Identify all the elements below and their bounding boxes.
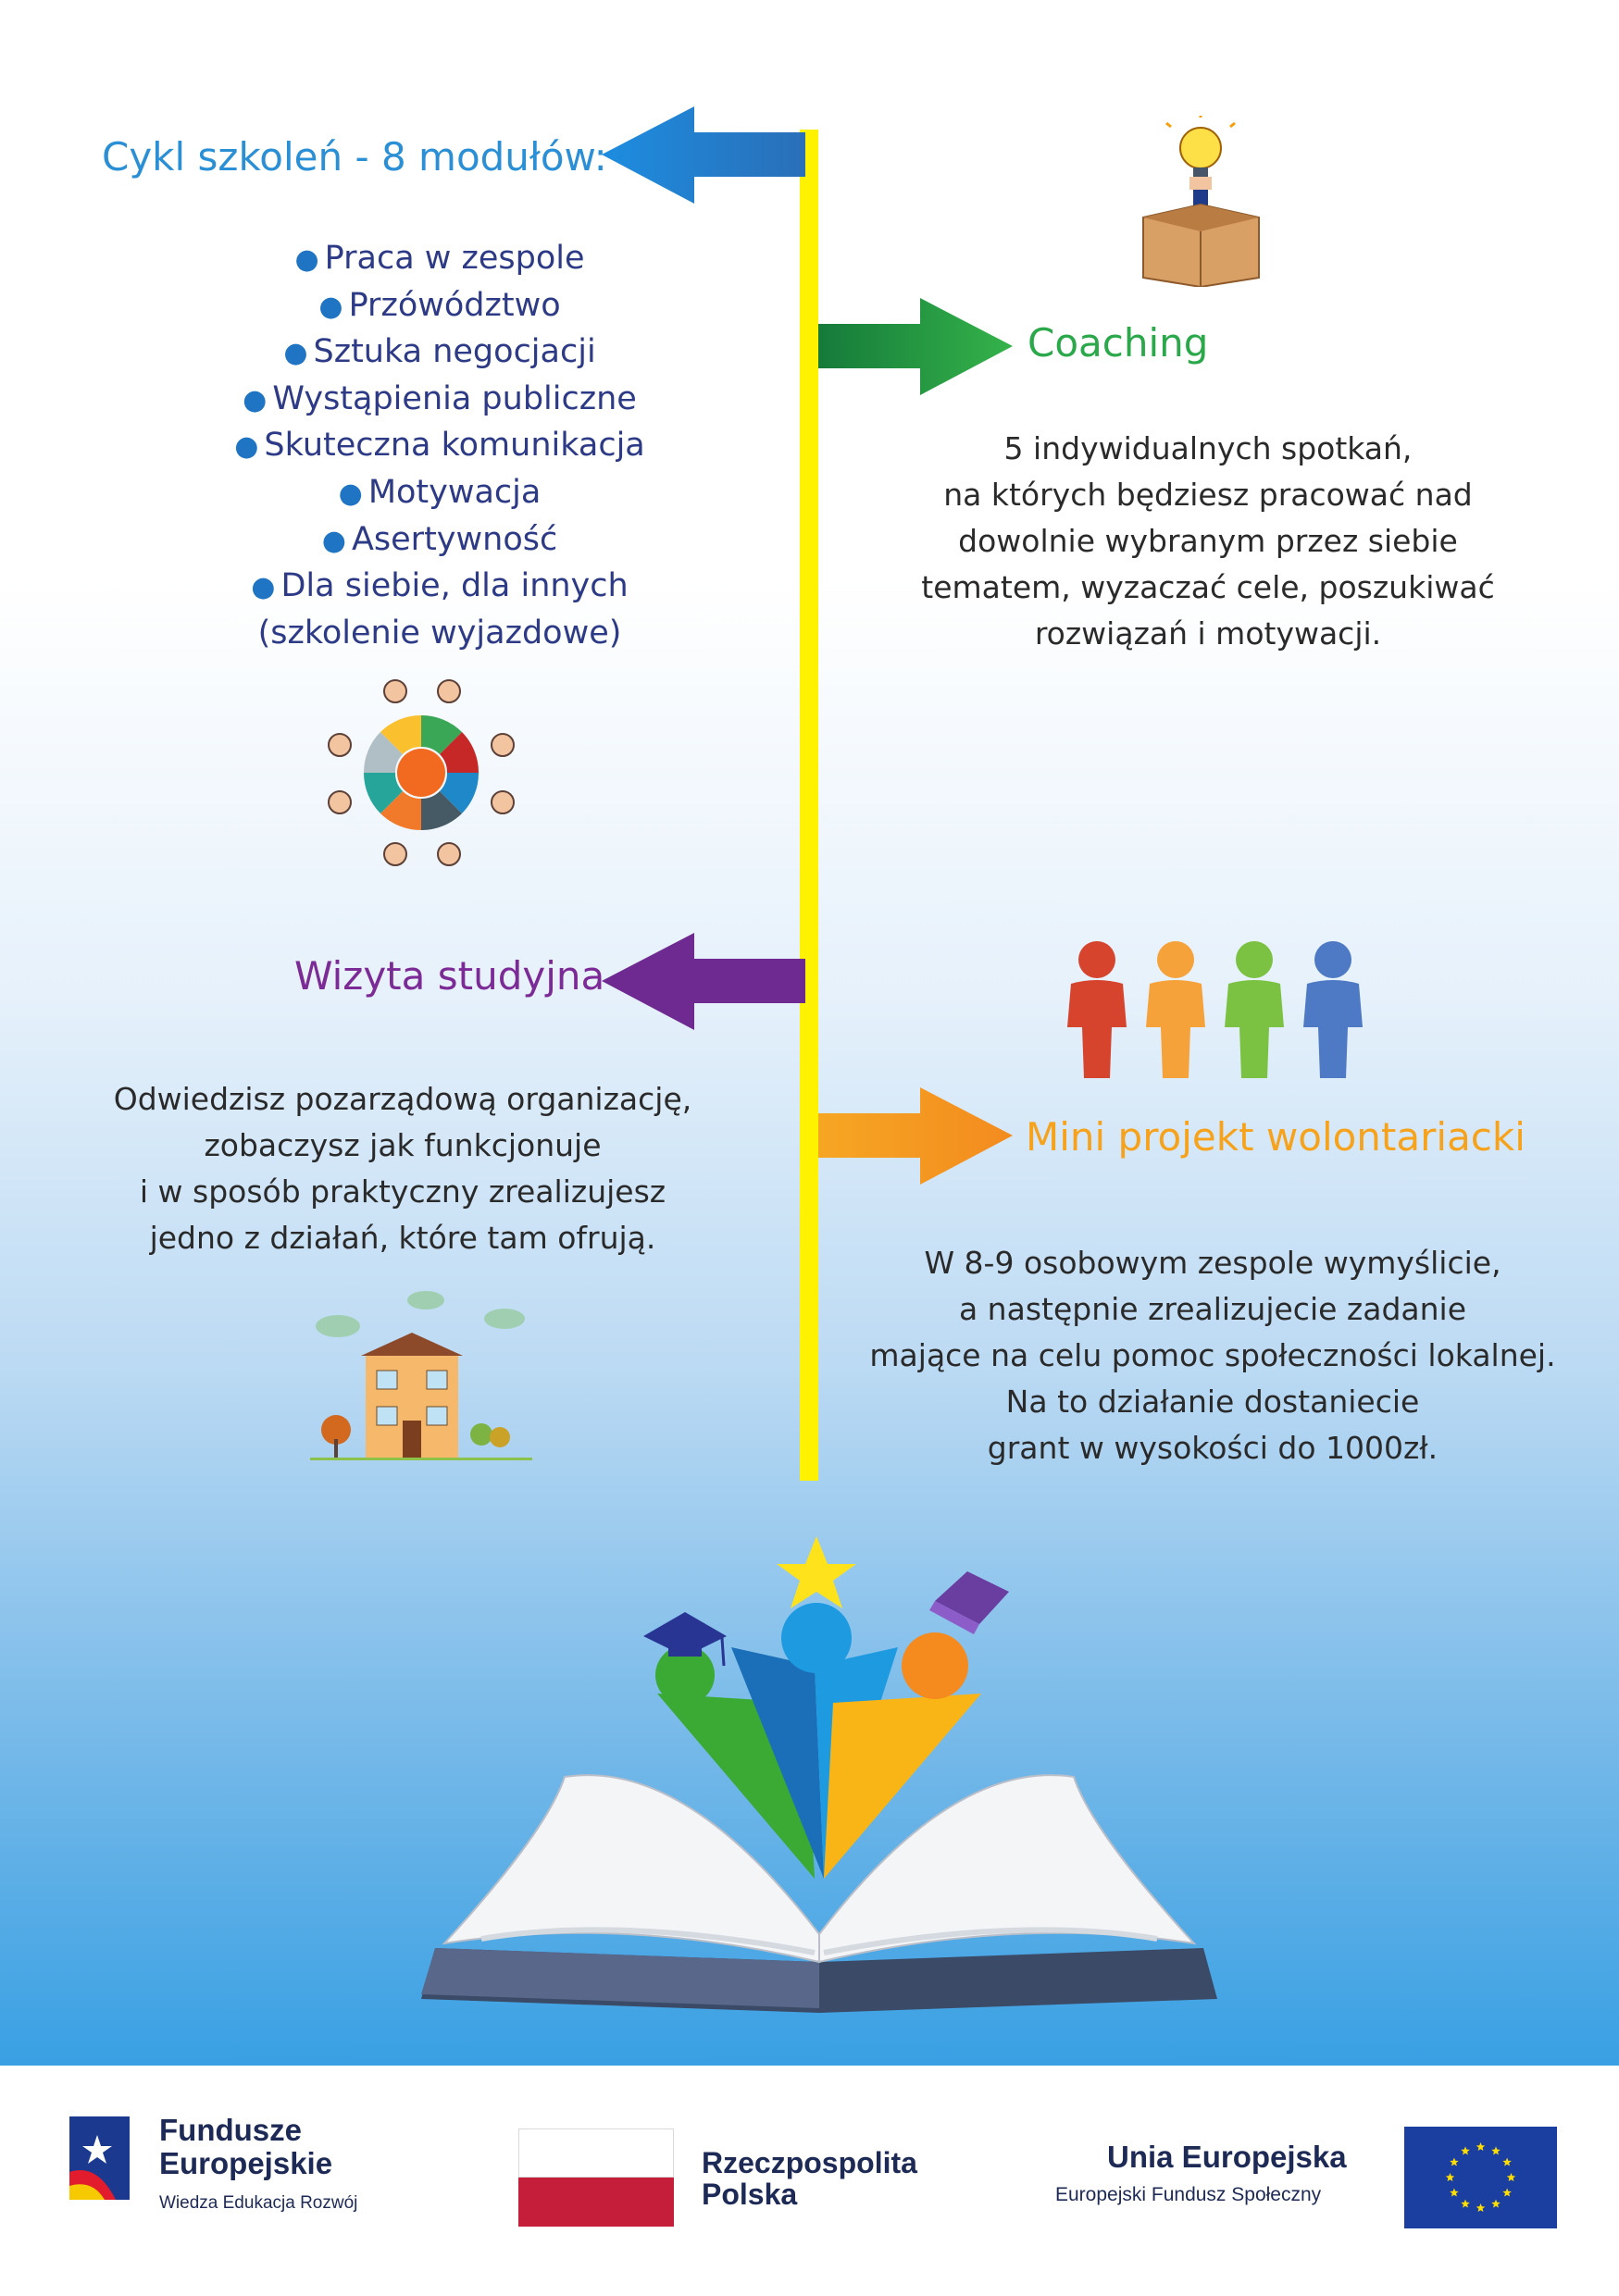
text-line: 5 indywidualnych spotkań, xyxy=(1003,430,1413,466)
text-line: tematem, wyzaczać cele, poszukiwać xyxy=(921,569,1495,605)
text-line: dowolnie wybranym przez siebie xyxy=(958,523,1458,559)
fe-subtitle: Wiedza Edukacja Rozwój xyxy=(159,2193,358,2213)
house-icon xyxy=(310,1291,532,1460)
timeline-line xyxy=(800,130,818,1481)
eu-star xyxy=(1450,2188,1459,2197)
open-book-education-icon xyxy=(421,1536,1217,2013)
text-line: grant w wysokości do 1000zł. xyxy=(987,1430,1438,1466)
list-item: ●Skuteczna komunikacja xyxy=(234,427,645,465)
list-item: ●Przówództwo xyxy=(318,286,561,324)
eu-star xyxy=(1461,2146,1470,2155)
green-arrow-right xyxy=(818,298,1013,395)
text-line: W 8-9 osobowym zespole wymyślicie, xyxy=(924,1245,1501,1281)
fe-title: Fundusze Europejskie xyxy=(159,2114,332,2180)
eu-star xyxy=(1450,2157,1459,2166)
people-group-icon xyxy=(1067,941,1363,1078)
visit-heading: Wizyta studyjna xyxy=(294,953,605,999)
eu-star xyxy=(1502,2188,1512,2197)
visit-description: Odwiedzisz pozarządową organizację, zoba… xyxy=(88,1076,717,1261)
text-line: rozwiązań i motywacji. xyxy=(1034,615,1382,652)
fundusze-europejskie-logo-icon xyxy=(60,2107,134,2209)
eu-flag-icon xyxy=(1404,2127,1557,2228)
fe-line-2: Europejskie xyxy=(159,2146,333,2180)
text-line: a następnie zrealizujecie zadanie xyxy=(958,1291,1467,1327)
list-item: ●Sztuka negocjacji xyxy=(283,333,596,371)
fe-line-1: Fundusze xyxy=(159,2113,302,2147)
text-line: na których będziesz pracować nad xyxy=(943,477,1473,513)
list-item: ●Motywacja xyxy=(338,473,542,511)
polish-flag-icon xyxy=(518,2128,674,2227)
list-item: ●Asertywność xyxy=(321,520,558,558)
list-item: ●Wystąpienia publiczne xyxy=(243,379,637,417)
coaching-description: 5 indywidualnych spotkań, na których będ… xyxy=(893,426,1523,657)
poster: Cykl szkoleń - 8 modułów: ●Praca w zespo… xyxy=(0,0,1619,2066)
list-item: ●Praca w zespole xyxy=(294,240,585,277)
eu-star xyxy=(1491,2146,1501,2155)
team-circle-icon xyxy=(328,679,515,866)
eu-star xyxy=(1502,2157,1512,2166)
text-line: Odwiedzisz pozarządową organizację, xyxy=(113,1081,692,1117)
eu-star xyxy=(1461,2199,1470,2208)
eu-star xyxy=(1476,2203,1486,2213)
eu-star xyxy=(1506,2173,1516,2182)
list-item: (szkolenie wyjazdowe) xyxy=(257,614,622,652)
rp-title: Rzeczpospolita Polska xyxy=(702,2147,917,2210)
eu-star xyxy=(1491,2199,1501,2208)
text-line: Na to działanie dostaniecie xyxy=(1005,1384,1420,1420)
text-line: i w sposób praktyczny zrealizujesz xyxy=(139,1173,666,1210)
text-line: jedno z działań, które tam ofrują. xyxy=(149,1220,656,1256)
rp-line-2: Polska xyxy=(702,2178,798,2211)
blue-arrow-left xyxy=(602,106,805,204)
lightbulb-box-icon xyxy=(1142,116,1260,287)
volunteer-description: W 8-9 osobowym zespole wymyślicie, a nas… xyxy=(856,1240,1569,1471)
training-heading: Cykl szkoleń - 8 modułów: xyxy=(102,134,607,180)
coaching-heading: Coaching xyxy=(1027,320,1209,366)
footer-logos: Fundusze Europejskie Wiedza Edukacja Roz… xyxy=(0,2066,1619,2296)
eu-star xyxy=(1476,2142,1486,2152)
training-list: ●Praca w zespole ●Przówództwo ●Sztuka ne… xyxy=(176,236,704,655)
text-line: mające na celu pomoc społeczności lokaln… xyxy=(869,1337,1556,1373)
orange-arrow-right xyxy=(818,1087,1013,1185)
list-item: ●Dla siebie, dla innych xyxy=(251,567,629,605)
text-line: zobaczysz jak funkcjonuje xyxy=(204,1127,602,1163)
purple-arrow-left xyxy=(602,933,805,1030)
eu-subtitle: Europejski Fundusz Społeczny xyxy=(1055,2184,1322,2205)
volunteer-heading: Mini projekt wolontariacki xyxy=(1026,1114,1526,1160)
rp-line-1: Rzeczpospolita xyxy=(702,2146,917,2179)
eu-star xyxy=(1445,2173,1455,2182)
eu-title: Unia Europejska xyxy=(1107,2140,1347,2174)
